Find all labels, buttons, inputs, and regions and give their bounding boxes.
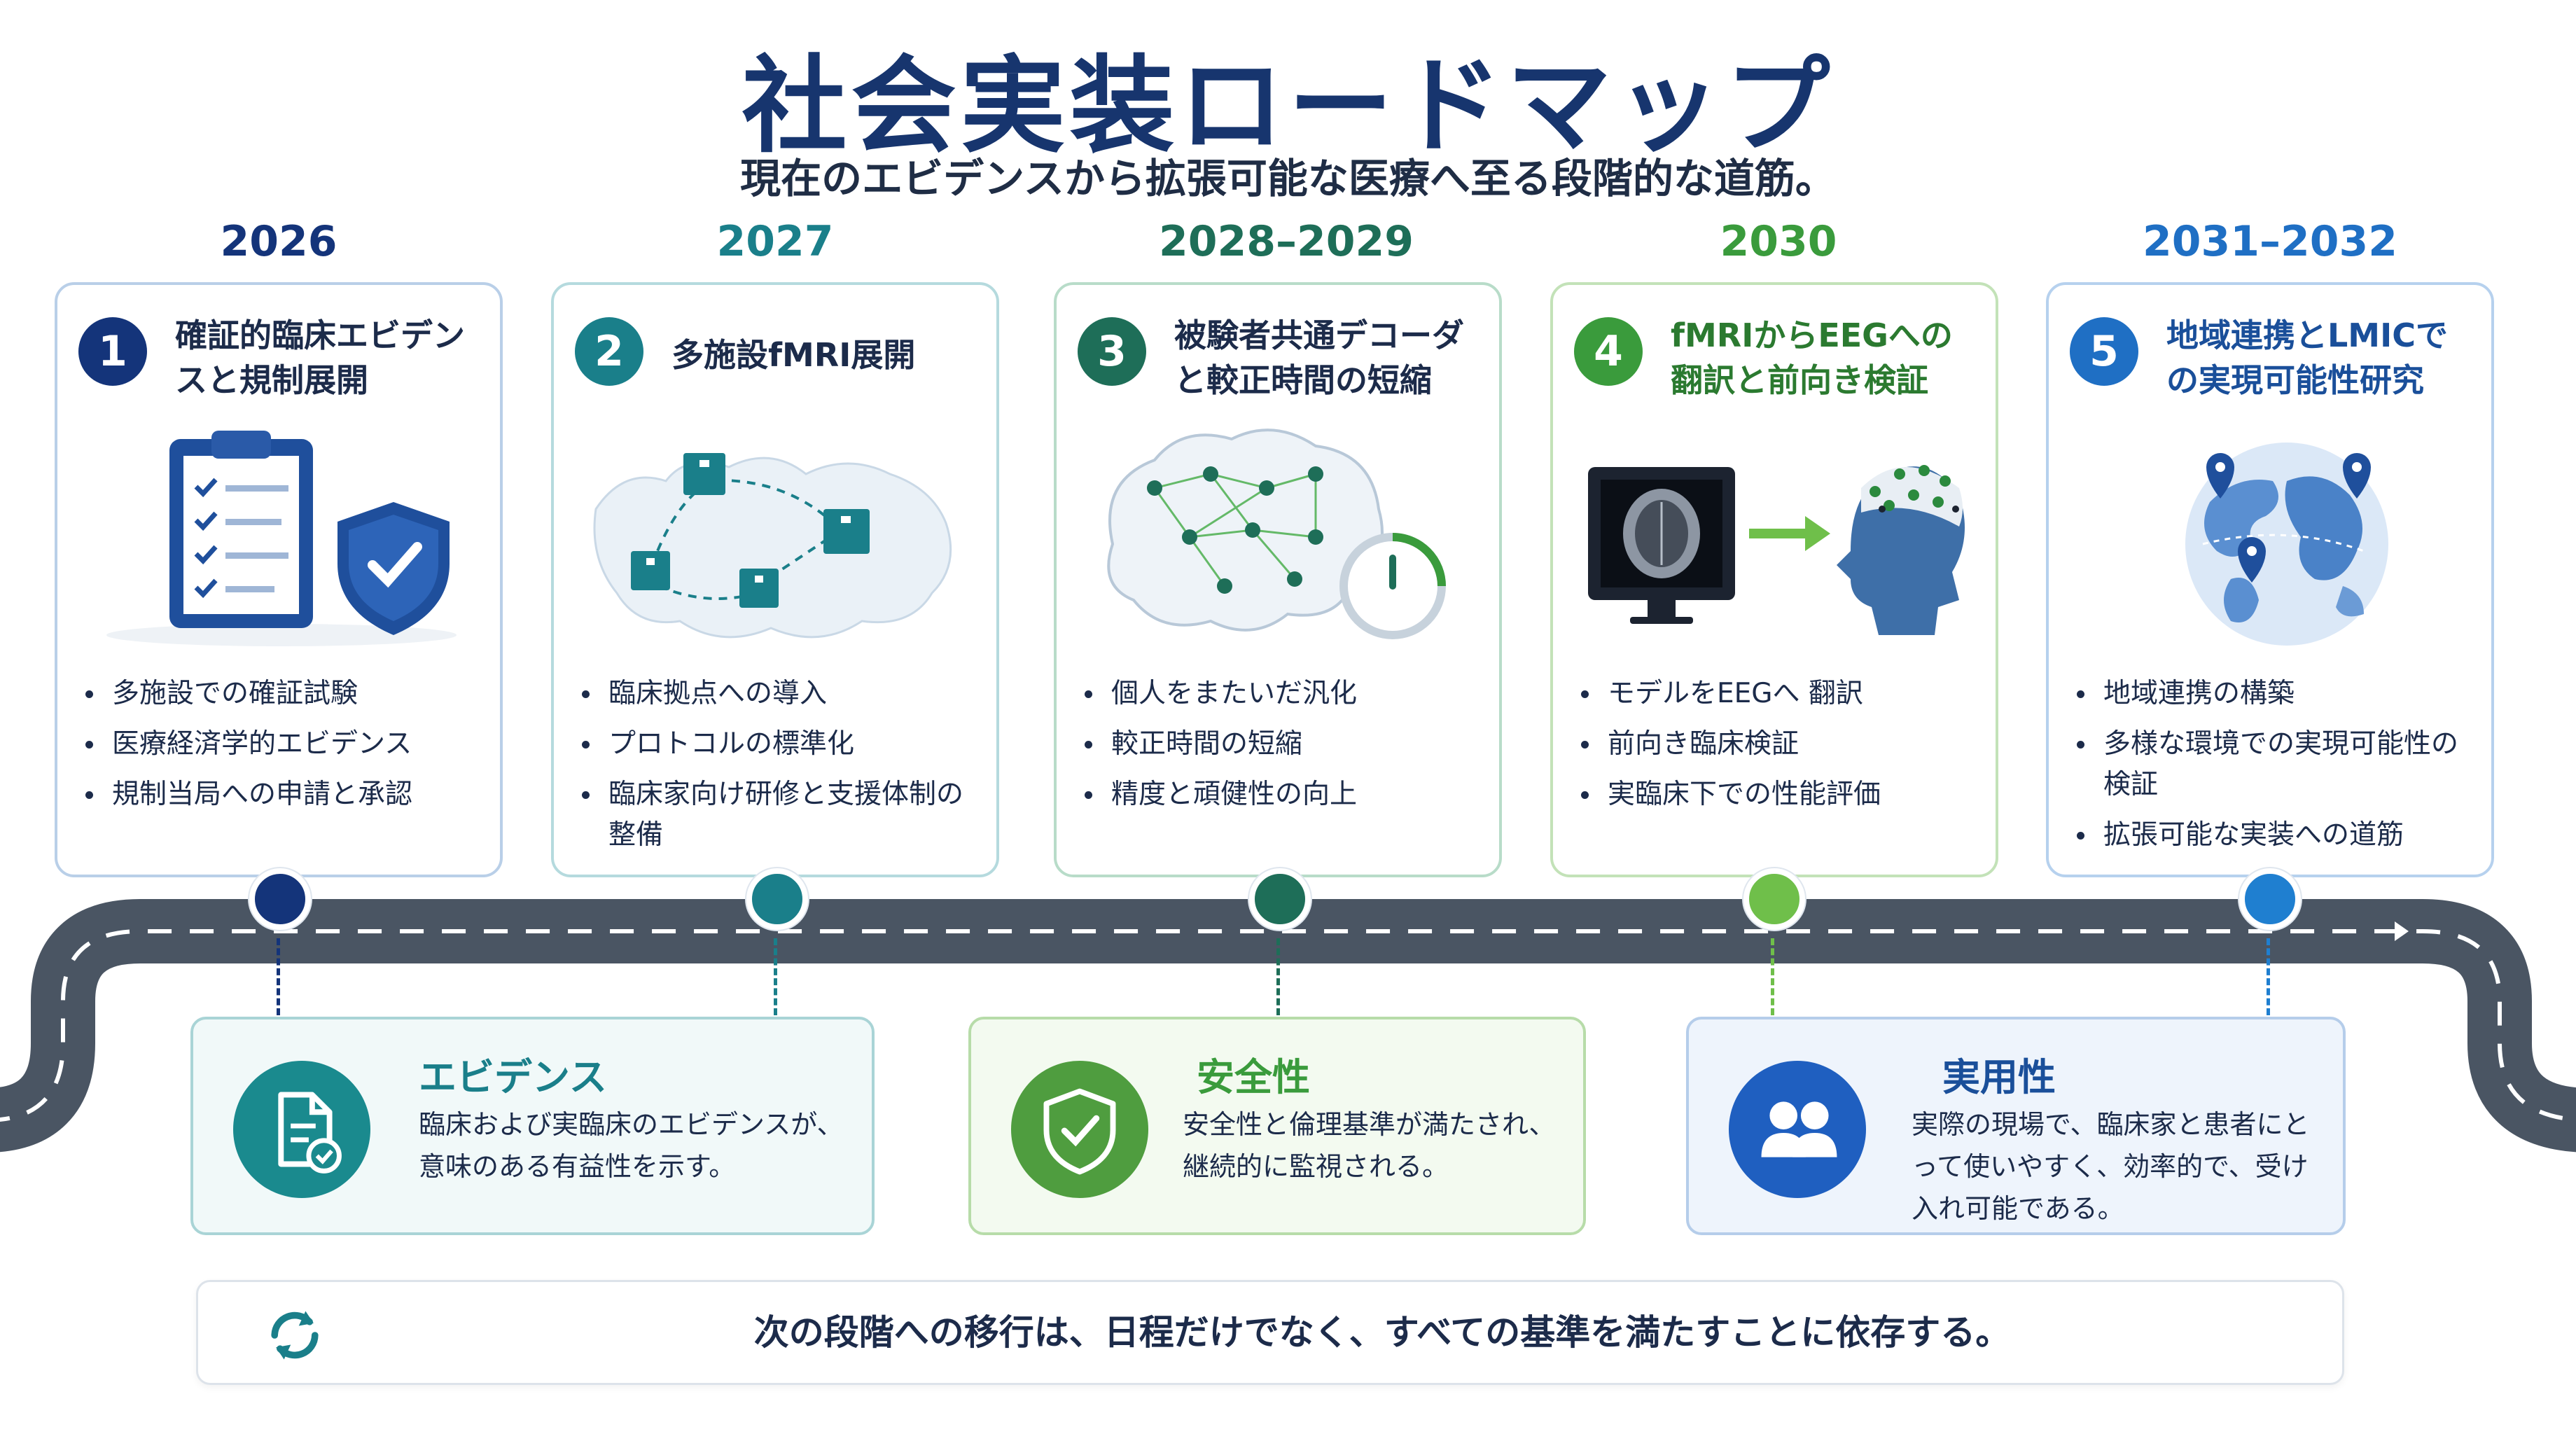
stage-1-number: 1 [78,317,147,386]
principle-safety-description: 安全性と倫理基準が満たされ、継続的に監視される。 [1183,1109,1556,1182]
stage-1-bullets: 多施設での確証試験 医療経済学的エビデンス 規制当局への申請と承認 [83,674,486,825]
stage-4-title: fMRIからEEGへの翻訳と前向き検証 [1671,316,1953,399]
document-check-icon [232,1060,371,1199]
list-item: モデルをEEGへ 翻訳 [1578,674,1982,714]
list-item: 多施設での確証試験 [83,674,486,714]
milestone-dot-5 [2239,868,2301,930]
list-item: 前向き臨床検証 [1578,724,1982,765]
stage-4-number: 4 [1574,317,1643,386]
globe-pins-icon [2185,443,2388,646]
list-item: 規制当局への申請と承認 [83,774,486,815]
list-item: プロトコルの標準化 [579,724,982,765]
list-item: 医療経済学的エビデンス [83,724,486,765]
stage-4-year: 2030 [1720,217,1837,266]
principle-practicality: 実用性 実際の現場で、臨床家と患者にとって使いやすく、効率的で、受け入れ可能であ… [1686,1017,2346,1235]
users-icon [1728,1060,1867,1199]
stage-5-year: 2031–2032 [2143,217,2397,266]
stage-1-title: 確証的臨床エビデンスと規制展開 [175,316,465,399]
principle-practicality-title: 実用性 [1942,1055,2056,1099]
stage-card-1: 1 確証的臨床エビデンスと規制展開 多施設での確証試験 医療経済学的エビデンス … [55,282,503,877]
list-item: 多様な環境での実現可能性の検証 [2074,724,2477,805]
shield-check-icon [1010,1060,1149,1199]
list-item: 臨床家向け研修と支援体制の整備 [579,774,982,856]
stage-5-bullets: 地域連携の構築 多様な環境での実現可能性の検証 拡張可能な実装への道筋 [2074,674,2477,865]
connector-line [1276,938,1280,1015]
brain-network-gauge-icon [1107,429,1446,639]
footer-note: 次の段階への移行は、日程だけでなく、すべての基準を満たすことに依存する。 [196,1280,2344,1385]
milestone-dot-3 [1249,868,1311,930]
principle-safety-title: 安全性 [1197,1055,1310,1099]
footer-text: 次の段階への移行は、日程だけでなく、すべての基準を満たすことに依存する。 [753,1312,2011,1353]
connector-line [774,938,777,1015]
list-item: 地域連携の構築 [2074,674,2477,714]
refresh-cycle-icon [271,1311,319,1360]
page-title: 社会実装ロードマップ [742,46,1834,167]
roadmap-road [0,899,2576,1153]
stage-5-number: 5 [2070,317,2138,386]
stage-3-bullets: 個人をまたいだ汎化 較正時間の短縮 精度と頑健性の向上 [1082,674,1485,825]
stage-2-year: 2027 [716,217,834,266]
list-item: 実臨床下での性能評価 [1578,774,1982,815]
milestone-dot-2 [746,868,808,930]
connector-line [1771,938,1774,1015]
stage-3-number: 3 [1078,317,1146,386]
list-item: 精度と頑健性の向上 [1082,774,1485,815]
principle-evidence-title: エビデンス [419,1055,607,1099]
stage-5-title: 地域連携とLMICでの実現可能性研究 [2166,316,2448,399]
connector-line [2267,938,2270,1015]
hospital-network-map-icon [593,453,952,639]
principle-evidence-description: 臨床および実臨床のエビデンスが、意味のある有益性を示す。 [419,1109,844,1182]
stage-2-bullets: 臨床拠点への導入 プロトコルの標準化 臨床家向け研修と支援体制の整備 [579,674,982,865]
list-item: 臨床拠点への導入 [579,674,982,714]
milestone-dot-4 [1743,868,1805,930]
stage-3-year: 2028–2029 [1159,217,1414,266]
stage-1-year: 2026 [220,217,337,266]
milestone-dot-1 [249,868,311,930]
principle-evidence: エビデンス 臨床および実臨床のエビデンスが、意味のある有益性を示す。 [190,1017,875,1235]
stage-4-bullets: モデルをEEGへ 翻訳 前向き臨床検証 実臨床下での性能評価 [1578,674,1982,825]
stage-3-title: 被験者共通デコーダと較正時間の短縮 [1174,316,1464,399]
clipboard-shield-icon [106,431,457,646]
principle-practicality-description: 実際の現場で、臨床家と患者にとって使いやすく、効率的で、受け入れ可能である。 [1912,1109,2310,1224]
connector-line [277,938,280,1015]
stage-2-number: 2 [575,317,643,386]
mri-to-eeg-icon [1588,465,1965,635]
list-item: 拡張可能な実装への道筋 [2074,815,2477,856]
stage-card-4: 4 fMRIからEEGへの翻訳と前向き検証 モデルをEEGへ 翻訳 前向き臨床検… [1550,282,1998,877]
list-item: 個人をまたいだ汎化 [1082,674,1485,714]
stage-card-3: 3 被験者共通デコーダと較正時間の短縮 個人をまたいだ汎化 較正時間の短縮 精度… [1054,282,1502,877]
list-item: 較正時間の短縮 [1082,724,1485,765]
stage-card-5: 5 地域連携とLMICでの実現可能性研究 地域連携の構築 多様な環境での実現可能… [2046,282,2494,877]
page-subtitle: 現在のエビデンスから拡張可能な医療へ至る段階的な道筋。 [740,155,1836,202]
stage-card-2: 2 多施設fMRI展開 臨床拠点への導入 プロトコルの標準化 臨床家向け研修と支… [551,282,999,877]
stage-2-title: 多施設fMRI展開 [671,336,916,374]
principle-safety: 安全性 安全性と倫理基準が満たされ、継続的に監視される。 [968,1017,1586,1235]
